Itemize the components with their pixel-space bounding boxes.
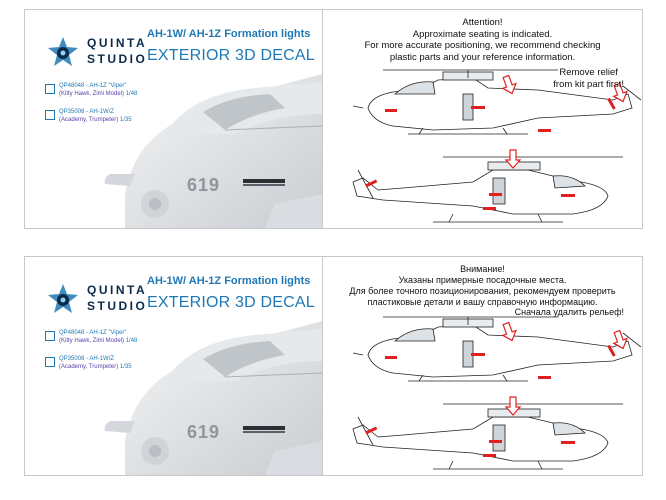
product-model: (Kitty Hawk, Zimi Model) 1/48 [59, 338, 138, 344]
placement-panel: Внимание! Указаны примерные посадочные м… [323, 257, 642, 475]
formation-light-marker [365, 426, 378, 435]
formation-light-marker [489, 440, 502, 443]
product-title: AH-1W/ AH-1Z Formation lights [147, 28, 311, 40]
quinta-logo-icon [48, 37, 78, 66]
product-checkbox [45, 357, 55, 367]
formation-light-marker [538, 376, 551, 379]
logo-word-quinta: QUINTA [87, 283, 148, 297]
product-code: QP48048 - AH-1Z "Viper" [59, 330, 127, 336]
formation-light-marker [489, 193, 502, 196]
product-model: (Kitty Hawk, Zimi Model) 1/48 [59, 91, 138, 97]
product-title: AH-1W/ AH-1Z Formation lights [147, 275, 311, 287]
formation-light-marker [385, 356, 397, 359]
product-checkbox [45, 331, 55, 341]
helicopter-side-view-lower [352, 156, 623, 223]
product-model: (Academy, Trumpeter) 1/35 [59, 117, 132, 123]
down-arrow-icon [501, 74, 517, 95]
formation-light-marker [483, 207, 496, 210]
placement-panel: Attention! Approximate seating is indica… [323, 10, 642, 228]
sheet-header-panel: QUINTA STUDIO AH-1W/ AH-1Z Formation lig… [25, 257, 322, 475]
helicopter-side-view-upper [352, 69, 642, 135]
instruction-sheet-english: QUINTA STUDIO AH-1W/ AH-1Z Formation lig… [24, 9, 643, 229]
formation-light-marker [561, 194, 575, 197]
product-code: QP48048 - AH-1Z "Viper" [59, 83, 127, 89]
logo-word-studio: STUDIO [87, 52, 148, 66]
placement-diagram [352, 316, 642, 470]
helicopter-photo [104, 74, 322, 228]
panel-divider [322, 257, 323, 475]
product-item: QP48048 - AH-1Z "Viper" (Kitty Hawk, Zim… [45, 83, 205, 109]
product-model: (Academy, Trumpeter) 1/35 [59, 364, 132, 370]
product-list: QP48048 - AH-1Z "Viper" (Kitty Hawk, Zim… [45, 330, 205, 382]
product-subtitle: EXTERIOR 3D DECAL [147, 47, 315, 64]
instruction-sheet-russian: QUINTA STUDIO AH-1W/ AH-1Z Formation lig… [24, 256, 643, 476]
logo-word-quinta: QUINTA [87, 36, 148, 50]
product-item: QP48048 - AH-1Z "Viper" (Kitty Hawk, Zim… [45, 330, 205, 356]
helicopter-photo [104, 321, 322, 475]
product-checkbox [45, 110, 55, 120]
formation-light-marker [607, 344, 616, 357]
formation-light-marker [471, 106, 485, 109]
down-arrow-icon [504, 396, 522, 416]
formation-light-marker [561, 441, 575, 444]
attention-note: Attention! Approximate seating is indica… [364, 17, 601, 63]
down-arrow-icon [612, 329, 628, 350]
formation-light-marker [471, 353, 485, 356]
attention-note: Внимание! Указаны примерные посадочные м… [349, 264, 616, 307]
product-item: QP35008 - AH-1W/Z (Academy, Trumpeter) 1… [45, 109, 205, 135]
product-code: QP35008 - AH-1W/Z [59, 356, 115, 362]
down-arrow-icon [501, 321, 517, 342]
formation-light-marker [365, 179, 378, 188]
panel-divider [322, 10, 323, 228]
down-arrow-icon [612, 82, 628, 103]
nose-number: 619 [187, 422, 221, 442]
formation-light-marker [385, 109, 397, 112]
formation-light-marker [538, 129, 551, 132]
remove-relief-note: Remove relief from kit part first! [553, 67, 624, 90]
quinta-studio-logo: QUINTA STUDIO [45, 28, 165, 72]
formation-light-marker [607, 97, 616, 110]
formation-light-marker [483, 454, 496, 457]
logo-word-studio: STUDIO [87, 299, 148, 313]
product-code: QP35008 - AH-1W/Z [59, 109, 115, 115]
placement-diagram [352, 69, 642, 223]
helicopter-side-view-upper [352, 316, 642, 382]
helicopter-side-view-lower [352, 403, 623, 470]
sheet-header-panel: QUINTA STUDIO AH-1W/ AH-1Z Formation lig… [25, 10, 322, 228]
product-subtitle: EXTERIOR 3D DECAL [147, 294, 315, 311]
product-list: QP48048 - AH-1Z "Viper" (Kitty Hawk, Zim… [45, 83, 205, 135]
quinta-logo-icon [48, 284, 78, 313]
product-item: QP35008 - AH-1W/Z (Academy, Trumpeter) 1… [45, 356, 205, 382]
remove-relief-note: Сначала удалить рельеф! [514, 307, 624, 317]
quinta-studio-logo: QUINTA STUDIO [45, 275, 165, 319]
down-arrow-icon [504, 149, 522, 169]
nose-number: 619 [187, 175, 221, 195]
product-checkbox [45, 84, 55, 94]
